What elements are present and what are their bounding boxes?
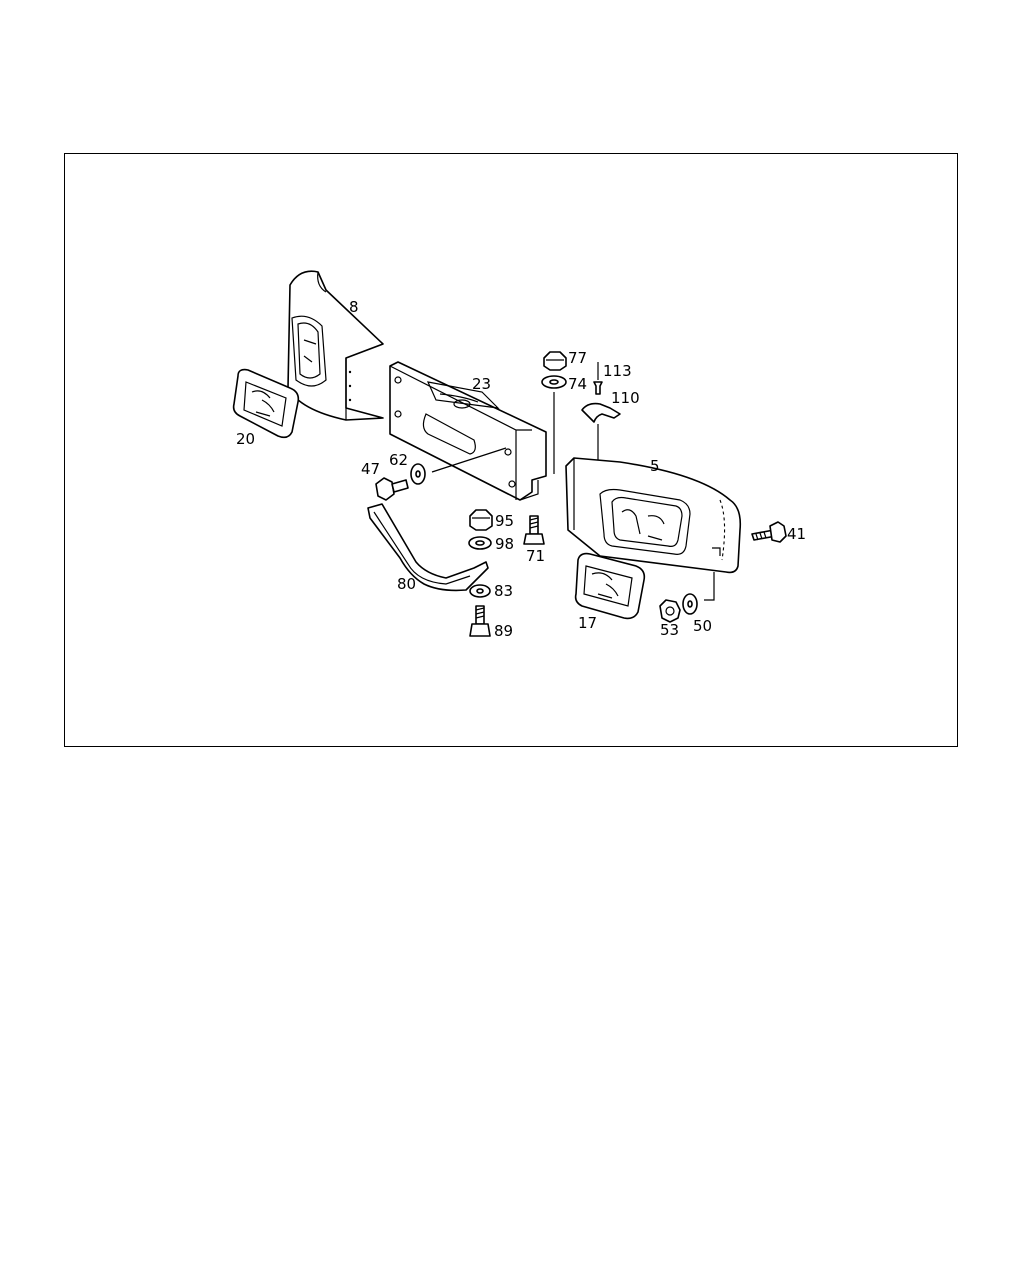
callout-77: 77 (568, 349, 587, 367)
part-20-left-headlamp-frame (232, 368, 300, 439)
part-89-bolt (469, 605, 491, 637)
part-71-bolt (523, 515, 545, 545)
callout-17: 17 (578, 614, 597, 632)
part-110-clip (581, 402, 621, 423)
part-98-washer (468, 536, 492, 550)
callout-50: 50 (693, 617, 712, 635)
callout-8: 8 (349, 298, 359, 316)
part-50-washer (682, 593, 698, 615)
callout-23: 23 (472, 375, 491, 393)
part-62-washer (410, 463, 426, 485)
callout-80: 80 (397, 575, 416, 593)
callout-113: 113 (603, 362, 632, 380)
part-95-nut (469, 509, 493, 531)
callout-5: 5 (650, 457, 660, 475)
callout-98: 98 (495, 535, 514, 553)
part-41-bolt (751, 521, 787, 543)
callout-47: 47 (361, 460, 380, 478)
callout-20: 20 (236, 430, 255, 448)
callout-74: 74 (568, 375, 587, 393)
part-47-bolt (375, 477, 409, 501)
callout-71: 71 (526, 547, 545, 565)
part-83-washer (469, 584, 491, 598)
part-80-bracket (367, 503, 489, 592)
part-5-right-bumper-end (565, 457, 742, 574)
part-113-pin (593, 381, 603, 395)
part-23-center-bumper (389, 361, 547, 501)
callout-53: 53 (660, 621, 679, 639)
part-74-washer (541, 375, 567, 389)
part-17-right-headlamp-frame (574, 552, 646, 620)
callout-95: 95 (495, 512, 514, 530)
callout-89: 89 (494, 622, 513, 640)
part-8-left-bumper-end (287, 270, 384, 421)
callout-110: 110 (611, 389, 640, 407)
callout-83: 83 (494, 582, 513, 600)
callout-62: 62 (389, 451, 408, 469)
callout-41: 41 (787, 525, 806, 543)
part-77-nut (543, 351, 567, 371)
part-53-nut (659, 599, 681, 623)
